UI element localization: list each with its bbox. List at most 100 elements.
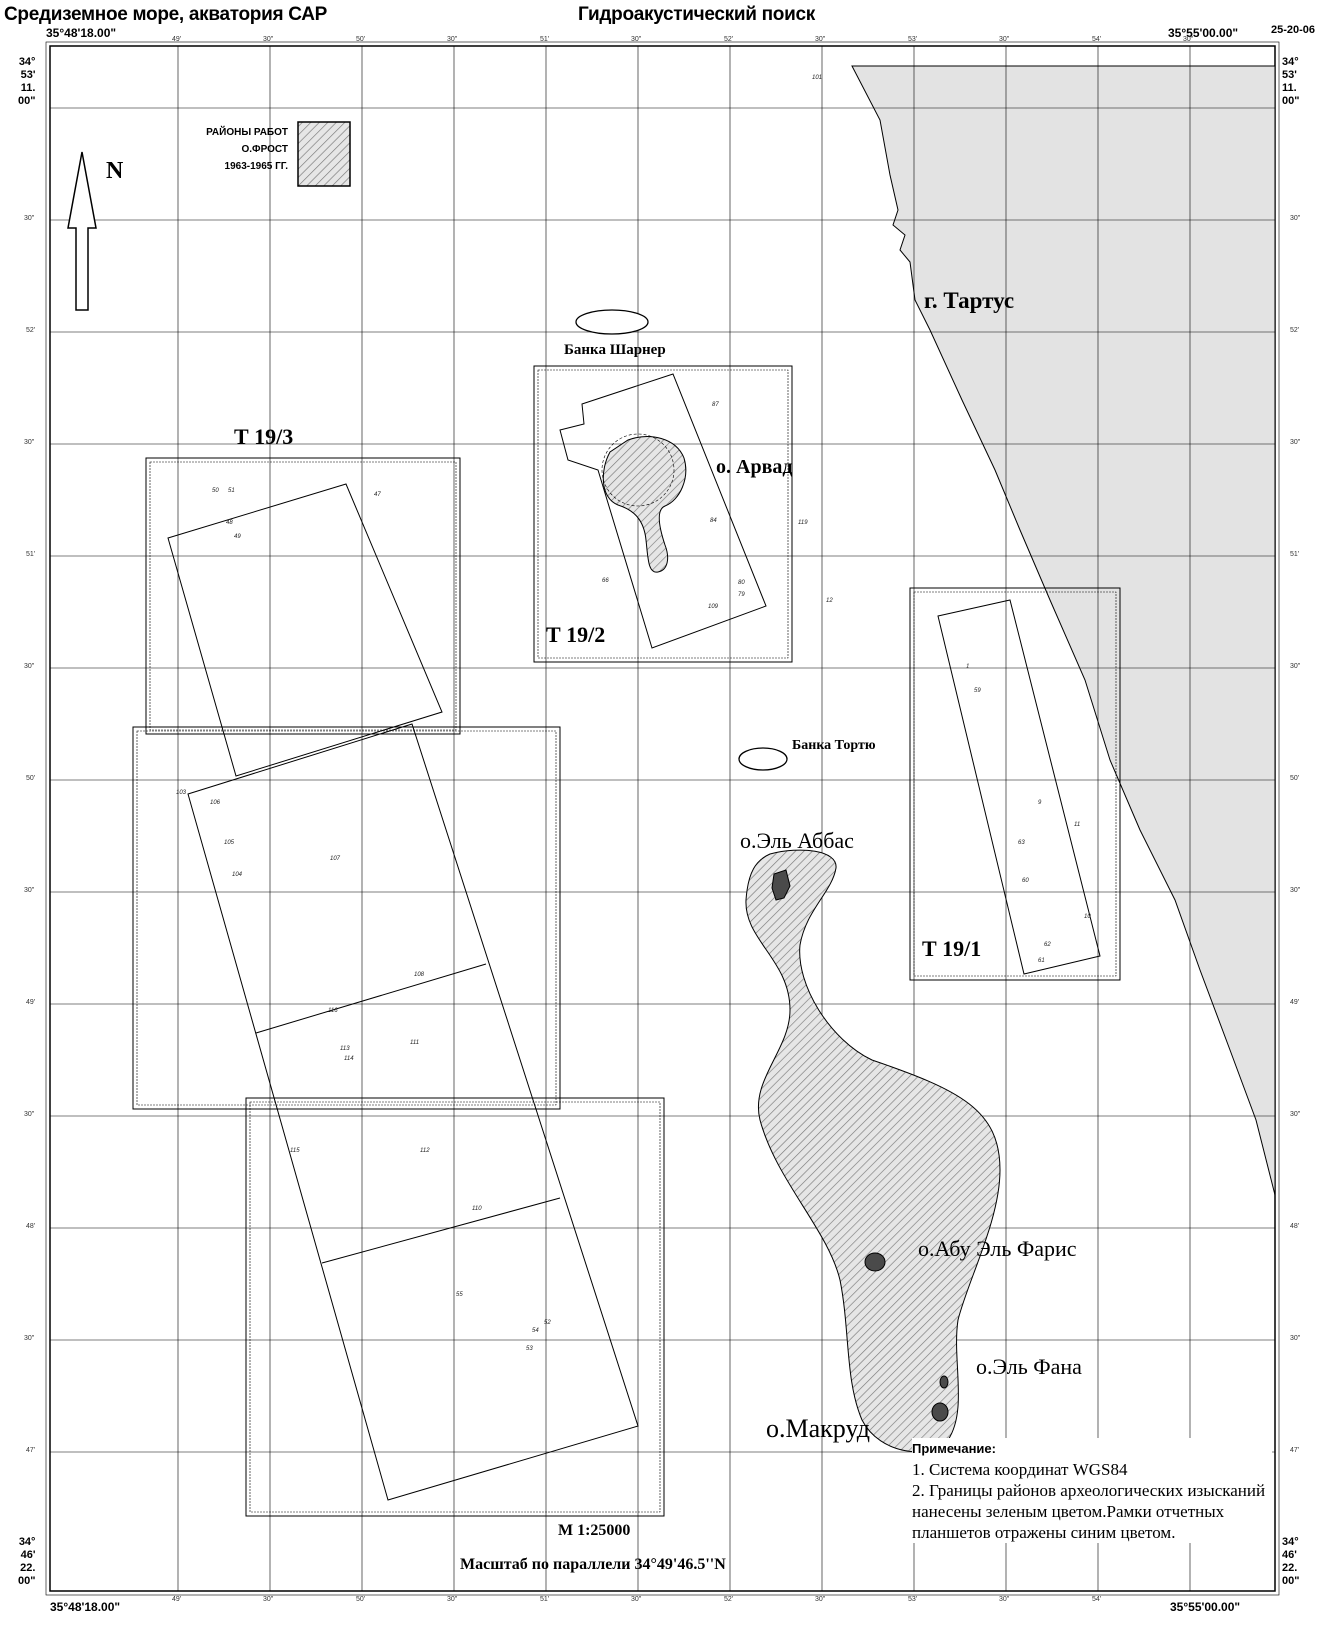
tick-top: 30" (1183, 36, 1194, 43)
point-label: 104 (232, 872, 243, 878)
tick-top: 49' (172, 36, 182, 43)
notes-title: Примечание: (912, 1441, 996, 1456)
tick-bottom: 53' (908, 1596, 918, 1603)
tick-right: 52' (1290, 327, 1300, 334)
tick-left: 50' (26, 775, 36, 782)
point-label: 101 (812, 75, 823, 81)
tick-top: 30" (263, 36, 274, 43)
tick-left: 49' (26, 999, 36, 1006)
place-arvad: о. Арвад (716, 456, 793, 478)
tick-right: 48' (1290, 1223, 1300, 1230)
place-tartus: г. Тартус (924, 288, 1015, 313)
arvad-island-shape (602, 436, 687, 573)
tick-top: 52' (724, 36, 734, 43)
corner-bottom-right-lon: 35°55'00.00" (1170, 1600, 1241, 1614)
place-el-abbas: о.Эль Аббас (740, 828, 854, 853)
place-el-fana: о.Эль Фана (976, 1354, 1082, 1379)
north-label: N (106, 158, 124, 184)
point-label: 48 (226, 520, 233, 526)
tick-top: 50' (356, 36, 366, 43)
point-label: 12 (826, 598, 833, 604)
scale-parallel: Масштаб по параллели 34°49'46.5''N (460, 1556, 726, 1573)
sheet-label-t19-1: Т 19/1 (922, 936, 982, 961)
tick-bottom: 54' (1092, 1596, 1102, 1603)
point-label: 54 (532, 1328, 539, 1334)
bank-tortyu-shape (738, 747, 788, 771)
tick-left: 30" (24, 1335, 35, 1342)
el-fana-rock (939, 1375, 949, 1389)
map-region-title: Средиземное море, акватория САР (4, 4, 327, 25)
tick-top: 30" (631, 36, 642, 43)
point-label: 87 (712, 402, 719, 408)
tick-top: 53' (908, 36, 918, 43)
sheet-label-t19-3: Т 19/3 (234, 424, 294, 449)
point-label: 49 (234, 534, 241, 540)
corner-top-left-lon: 35°48'18.00" (46, 26, 117, 40)
lat-bottom-right: 34°46'22.00" (1282, 1536, 1300, 1587)
tick-right: 30" (1290, 663, 1301, 670)
tick-bottom: 30" (999, 1596, 1010, 1603)
lat-bottom-left: 34°46'22.00" (18, 1536, 36, 1587)
tick-top: 30" (447, 36, 458, 43)
tick-left: 52' (26, 327, 36, 334)
tick-top: 51' (540, 36, 550, 43)
tick-right: 30" (1290, 1111, 1301, 1118)
tick-right: 30" (1290, 439, 1301, 446)
notes-item-2: 2. Границы районов археологических изыск… (912, 1481, 1266, 1542)
lat-top-right: 34°53'11.00" (1282, 56, 1300, 107)
sheet-frame-t19-1 (909, 587, 1121, 981)
point-label: 51 (228, 488, 235, 494)
map-survey-title: Гидроакустический поиск (578, 4, 815, 25)
coastline-land (851, 65, 1276, 1196)
point-label: 105 (224, 840, 235, 846)
point-label: 111 (410, 1040, 420, 1046)
corner-top-right-lon: 35°55'00.00" (1168, 26, 1239, 40)
point-label: 110 (472, 1206, 482, 1212)
point-label: 79 (738, 592, 745, 598)
tick-right: 30" (1290, 887, 1301, 894)
point-label: 107 (330, 856, 341, 862)
point-label: 63 (1018, 840, 1025, 846)
survey-area-t19-2 (559, 373, 767, 649)
sheet-frame-bottom (245, 1097, 665, 1517)
tick-bottom: 30" (631, 1596, 642, 1603)
tick-bottom: 52' (724, 1596, 734, 1603)
point-label: 119 (798, 520, 808, 526)
notes-item-1: 1. Система координат WGS84 (912, 1460, 1128, 1479)
sheet-frame-t19-2 (533, 365, 793, 663)
tick-left: 30" (24, 887, 35, 894)
place-bank-sharner: Банка Шарнер (564, 342, 666, 358)
point-label: 11 (1074, 822, 1081, 828)
point-label: 55 (456, 1292, 463, 1298)
tick-right: 50' (1290, 775, 1300, 782)
tick-left: 48' (26, 1223, 36, 1230)
tick-left: 30" (24, 439, 35, 446)
tick-right: 47' (1290, 1447, 1300, 1454)
point-label: 113 (340, 1046, 350, 1052)
tick-right: 30" (1290, 1335, 1301, 1342)
abu-el-faris-rock (864, 1252, 886, 1272)
north-arrow-icon (67, 151, 97, 311)
tick-left: 30" (24, 663, 35, 670)
survey-area-t19-1 (937, 599, 1101, 975)
point-label: 59 (974, 688, 981, 694)
point-label: 9 (1038, 800, 1042, 806)
point-label: 103 (176, 790, 187, 796)
tick-top: 30" (815, 36, 826, 43)
tick-top: 54' (1092, 36, 1102, 43)
place-makrud: о.Макруд (766, 1414, 871, 1443)
point-label: 1 (966, 664, 970, 670)
tick-left: 51' (26, 551, 36, 558)
tick-right: 49' (1290, 999, 1300, 1006)
survey-area-t19-3 (167, 483, 443, 777)
lat-top-left: 34°53'11.00" (18, 56, 36, 107)
point-label: 109 (708, 604, 719, 610)
tick-bottom: 30" (815, 1596, 826, 1603)
point-label: 112 (420, 1148, 430, 1154)
point-label: 10 (1084, 914, 1091, 920)
island-chain-shape (745, 849, 1001, 1453)
point-label: 108 (414, 972, 425, 978)
point-label: 50 (212, 488, 219, 494)
point-label: 84 (710, 518, 717, 524)
